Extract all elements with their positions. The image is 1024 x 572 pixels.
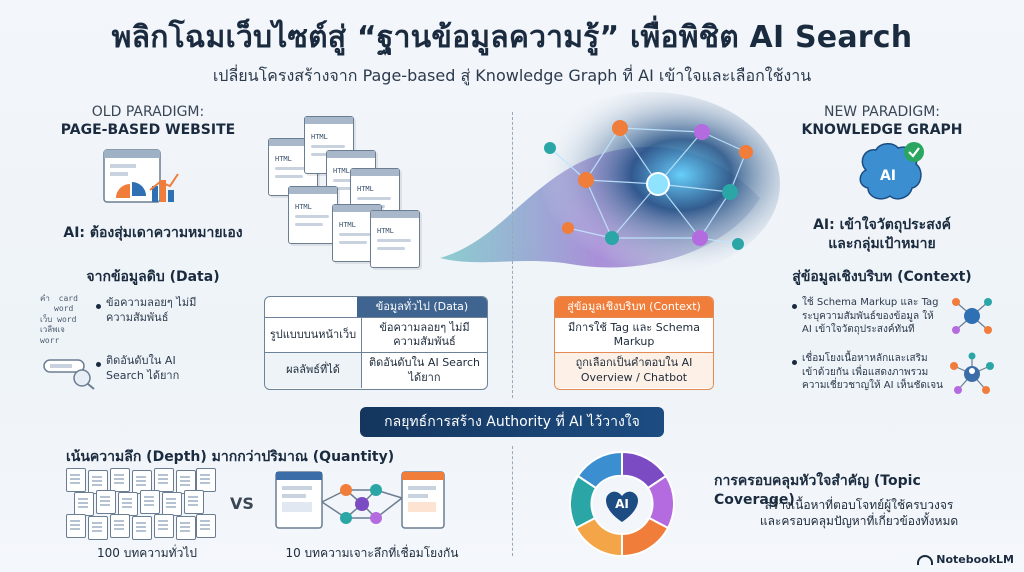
- topic-coverage-ring: AI: [569, 450, 675, 558]
- new-ai-label-line1: AI: เข้าใจวัตถุประสงค์: [813, 217, 951, 233]
- notebooklm-logo: NotebookLM: [917, 553, 1014, 566]
- divider-top: [512, 112, 513, 398]
- bullet-dot: [96, 362, 101, 367]
- word-cloud-item: เวลีพเจ: [40, 325, 65, 335]
- knowledge-graph-illustration: [440, 92, 780, 276]
- coverage-desc-line2: และครอบคลุมปัญหาที่เกี่ยวข้องทั้งหมด: [759, 514, 959, 528]
- ai-badge-text: AI: [880, 168, 896, 184]
- new-heading-line1: NEW PARADIGM:: [823, 104, 941, 120]
- ai-brain-icon: AI: [859, 142, 924, 200]
- schema-tag-network-icon: [952, 298, 992, 334]
- table-row: ผลลัพธ์ที่ได้ ติดอันดับใน AI Search ได้ย…: [265, 352, 487, 388]
- coverage-title: การครอบคลุมหัวใจสำคัญ (Topic Coverage): [714, 473, 921, 508]
- table-row: มีการใช้ Tag และ Schema Markup: [555, 317, 713, 352]
- website-chart-icon: [103, 149, 179, 203]
- depth-left-caption: 100 บทความทั่วไป: [97, 546, 197, 560]
- new-bullet-2: เชื่อมโยงเนื้อหาหลักและเสริม เข้าด้วยกัน…: [802, 353, 943, 391]
- divider-bottom: [512, 446, 513, 556]
- many-articles-icon: [66, 468, 216, 540]
- vs-label: VS: [230, 494, 254, 513]
- table-row-value: ถูกเลือกเป็นคำตอบใน AI Overview / Chatbo…: [575, 356, 693, 384]
- html-page: HTML: [288, 186, 338, 244]
- table-row: ถูกเลือกเป็นคำตอบใน AI Overview / Chatbo…: [555, 352, 713, 388]
- bullet-dot: [96, 304, 101, 309]
- depth-title: เน้นความลึก (Depth) มากกว่าปริมาณ (Quant…: [66, 449, 395, 465]
- bullet-dot: [792, 360, 797, 365]
- search-bar-icon: [43, 359, 95, 390]
- html-page: HTML: [370, 210, 420, 268]
- word-cloud-item: เว็บ: [40, 314, 53, 324]
- new-bullet-1: ใช้ Schema Markup และ Tag ระบุความสัมพัน…: [802, 297, 939, 335]
- new-ai-label-line2: และกลุ่มเป้าหมาย: [828, 236, 936, 252]
- old-data-title: จากข้อมูลดิบ (Data): [86, 269, 220, 285]
- table-row-label: รูปแบบบนหน้าเว็บ: [265, 318, 362, 352]
- coverage-desc-line1: สร้างเนื้อหาที่ตอบโจทย์ผู้ใช้ครบวงจร: [764, 498, 954, 512]
- word-cloud-item: word: [54, 304, 74, 314]
- word-cloud-item: worr: [40, 335, 60, 345]
- coverage-center-text: AI: [615, 497, 629, 511]
- footer-text: NotebookLM: [936, 553, 1014, 566]
- new-context-title: สู่ข้อมูลเชิงบริบท (Context): [792, 269, 972, 285]
- linked-articles-diagram: [275, 471, 445, 529]
- old-heading-line1: OLD PARADIGM:: [91, 104, 205, 120]
- word-cloud: คำ card word เว็บ word เวลีพเจ worr: [40, 294, 98, 345]
- word-cloud-item: คำ: [40, 294, 50, 303]
- context-table: สู่ข้อมูลเชิงบริบท (Context) มีการใช้ Ta…: [554, 296, 714, 390]
- word-cloud-item: card: [58, 294, 78, 303]
- page-subtitle: เปลี่ยนโครงสร้างจาก Page-based สู่ Knowl…: [212, 66, 812, 85]
- old-heading-line2: PAGE-BASED WEBSITE: [60, 122, 236, 138]
- table-row-label: ผลลัพธ์ที่ได้: [265, 353, 362, 388]
- table-row: รูปแบบบนหน้าเว็บ ข้อความลอยๆ ไม่มีความสั…: [265, 317, 487, 352]
- table-row-value: มีการใช้ Tag และ Schema Markup: [568, 320, 700, 348]
- strategy-banner: กลยุทธ์การสร้าง Authority ที่ AI ไว้วางใ…: [360, 407, 664, 437]
- html-page-stack: HTML HTML HTML HTML HTML HTML HTML: [266, 112, 436, 268]
- word-cloud-item: word: [57, 314, 77, 324]
- old-ai-label: AI: ต้องสุ่มเดาความหมายเอง: [63, 225, 243, 241]
- bullet-dot: [792, 304, 797, 309]
- notebooklm-icon: [917, 555, 934, 565]
- depth-right-caption: 10 บทความเจาะลึกที่เชื่อมโยงกัน: [285, 546, 459, 560]
- table-row-value: ติดอันดับใน AI Search ได้ยาก: [369, 356, 480, 384]
- html-page: HTML: [304, 116, 354, 174]
- table-row-value: ข้อความลอยๆ ไม่มีความสัมพันธ์: [379, 320, 470, 348]
- data-comparison-table: ข้อมูลทั่วไป (Data) รูปแบบบนหน้าเว็บ ข้อ…: [264, 296, 488, 390]
- table-left-header: ข้อมูลทั่วไป (Data): [357, 297, 487, 317]
- table-right-header: สู่ข้อมูลเชิงบริบท (Context): [555, 297, 713, 317]
- old-bullet-2: ติดอันดับใน AI Search ได้ยาก: [106, 354, 180, 382]
- new-heading-line2: KNOWLEDGE GRAPH: [801, 122, 963, 138]
- page-title: พลิกโฉมเว็บไซต์สู่ “ฐานข้อมูลความรู้” เพ…: [111, 20, 913, 55]
- linked-content-icon: [950, 352, 994, 394]
- old-bullet-1: ข้อความลอยๆ ไม่มีความสัมพันธ์: [106, 296, 197, 324]
